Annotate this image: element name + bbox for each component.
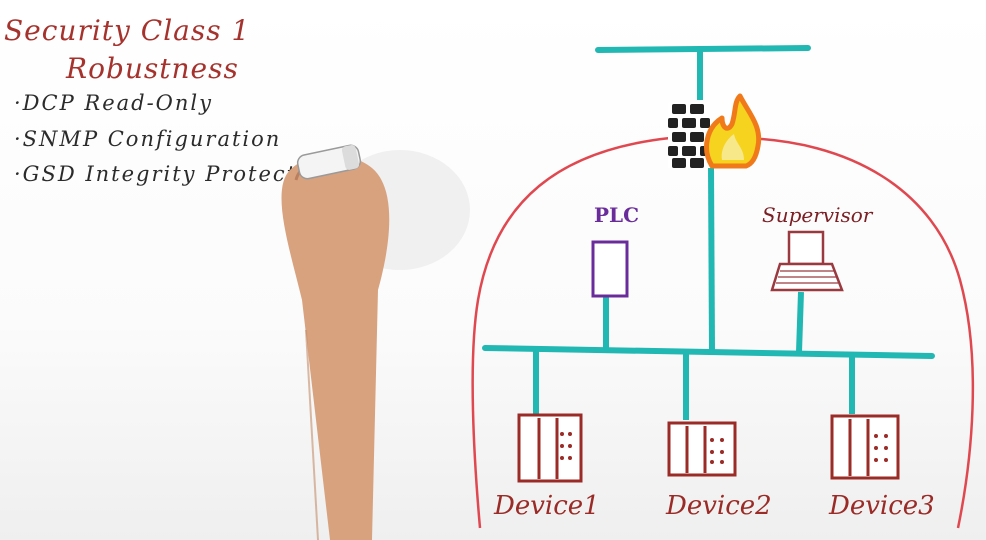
supervisor-drop-line <box>796 291 804 353</box>
bullet-snmp: ·SNMP Configuration <box>14 127 282 151</box>
bottom-network-line <box>482 345 935 359</box>
plc-icon <box>591 240 629 298</box>
trunk-line <box>708 167 715 351</box>
laptop-icon <box>770 230 844 292</box>
flame-icon <box>704 93 762 169</box>
top-network-line <box>595 45 811 53</box>
device3-label: Device3 <box>829 491 935 521</box>
marker-icon <box>296 144 362 180</box>
supervisor-label: Supervisor <box>762 203 873 227</box>
plc-label: PLC <box>594 203 640 227</box>
title-line-1: Security Class 1 <box>4 14 251 47</box>
device1-label: Device1 <box>494 491 600 521</box>
firewall-icon <box>668 102 710 168</box>
title-line-2: Robustness <box>66 52 239 85</box>
device-icon <box>667 421 737 477</box>
device-icon <box>830 414 900 480</box>
bullet-gsd: ·GSD Integrity Protect <box>14 162 298 186</box>
device-icon <box>517 413 583 483</box>
device2-label: Device2 <box>666 491 772 521</box>
hand-icon <box>281 150 470 540</box>
bullet-dcp: ·DCP Read-Only <box>14 91 214 115</box>
